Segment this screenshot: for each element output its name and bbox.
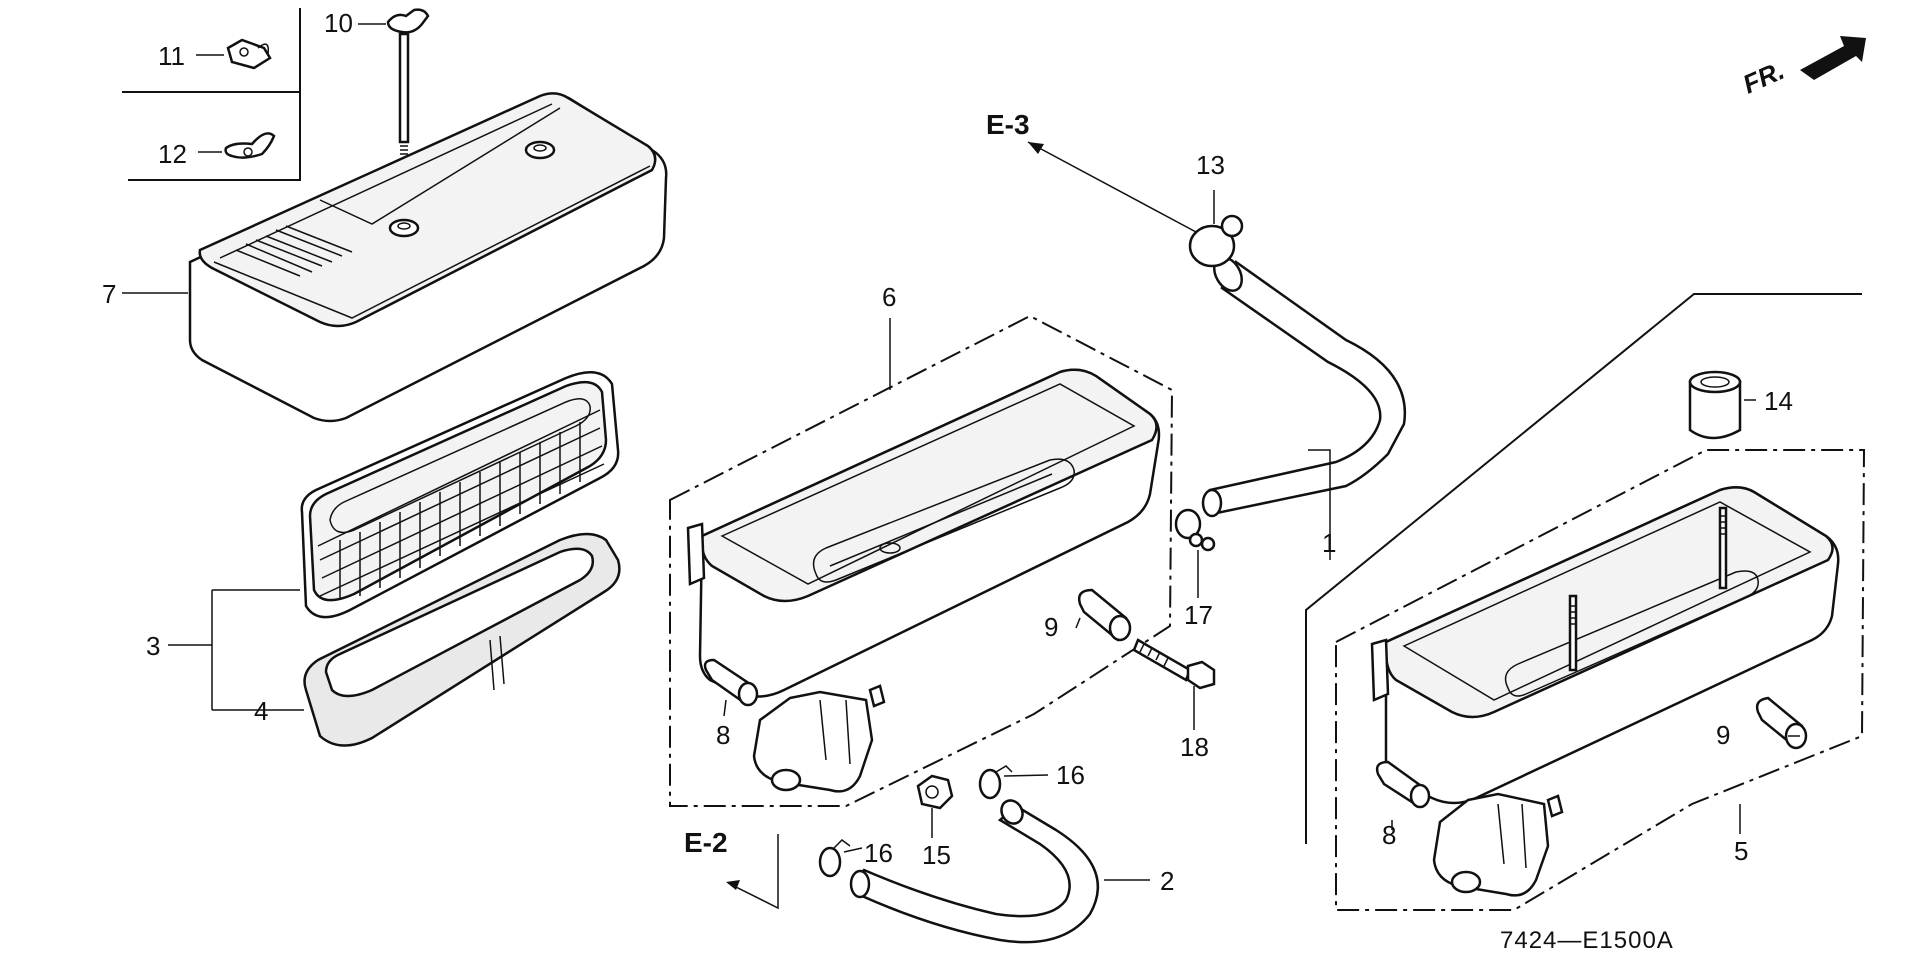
leader-lines xyxy=(122,23,1800,910)
callout-1: 1 xyxy=(1322,528,1336,558)
callout-4: 4 xyxy=(254,696,268,726)
collar-8-right xyxy=(1375,760,1431,809)
air-filter-element-3 xyxy=(300,371,620,619)
clip-11 xyxy=(226,38,272,70)
callout-5: 5 xyxy=(1734,836,1748,866)
clamp-16-lower xyxy=(818,839,851,878)
callout-3: 3 xyxy=(146,631,160,661)
callout-12: 12 xyxy=(158,139,187,169)
breather-tube-1 xyxy=(1201,256,1407,518)
wing-nut-12 xyxy=(224,132,276,159)
bolt-18 xyxy=(1132,638,1216,690)
collar-9-middle xyxy=(1078,588,1132,642)
clamp-16-upper xyxy=(978,765,1013,800)
tube-2 xyxy=(849,799,1100,944)
callout-15: 15 xyxy=(922,840,951,870)
clamp-17 xyxy=(1174,508,1216,552)
callout-11: 11 xyxy=(158,41,185,71)
callout-8-middle: 8 xyxy=(716,720,730,750)
reference-e3: E-3 xyxy=(986,109,1030,140)
collar-14 xyxy=(1688,370,1742,440)
callout-9-middle: 9 xyxy=(1044,612,1058,642)
callout-14: 14 xyxy=(1764,386,1793,416)
callout-8-right: 8 xyxy=(1382,820,1396,850)
drawing-code: 7424—E1500A xyxy=(1500,927,1674,954)
callout-10: 10 xyxy=(324,8,353,38)
callout-16-upper: 16 xyxy=(1056,760,1085,790)
callout-7: 7 xyxy=(102,279,116,309)
callout-2: 2 xyxy=(1160,866,1174,896)
callout-6: 6 xyxy=(882,282,896,312)
air-cleaner-case-group-6 xyxy=(669,314,1174,807)
front-direction-arrow xyxy=(1800,36,1866,80)
callout-13: 13 xyxy=(1196,150,1225,180)
air-cleaner-case-assy-5 xyxy=(1305,293,1866,911)
inset-frame xyxy=(122,8,301,181)
front-direction-label: FR. xyxy=(1738,55,1788,99)
callout-9-right: 9 xyxy=(1716,720,1730,750)
reference-e2: E-2 xyxy=(684,827,728,858)
clamp-13 xyxy=(1188,214,1244,268)
callout-18: 18 xyxy=(1180,732,1209,762)
nut-15 xyxy=(916,774,954,810)
air-cleaner-cover-7 xyxy=(188,92,668,423)
collar-9-right xyxy=(1755,696,1808,750)
callout-17: 17 xyxy=(1184,600,1213,630)
foam-precleaner-4 xyxy=(303,532,621,747)
callout-labels: 11 12 10 7 3 4 6 1 13 14 17 9 18 8 16 15… xyxy=(102,8,1793,954)
callout-16-lower: 16 xyxy=(864,838,893,868)
collar-8-middle xyxy=(703,658,759,707)
